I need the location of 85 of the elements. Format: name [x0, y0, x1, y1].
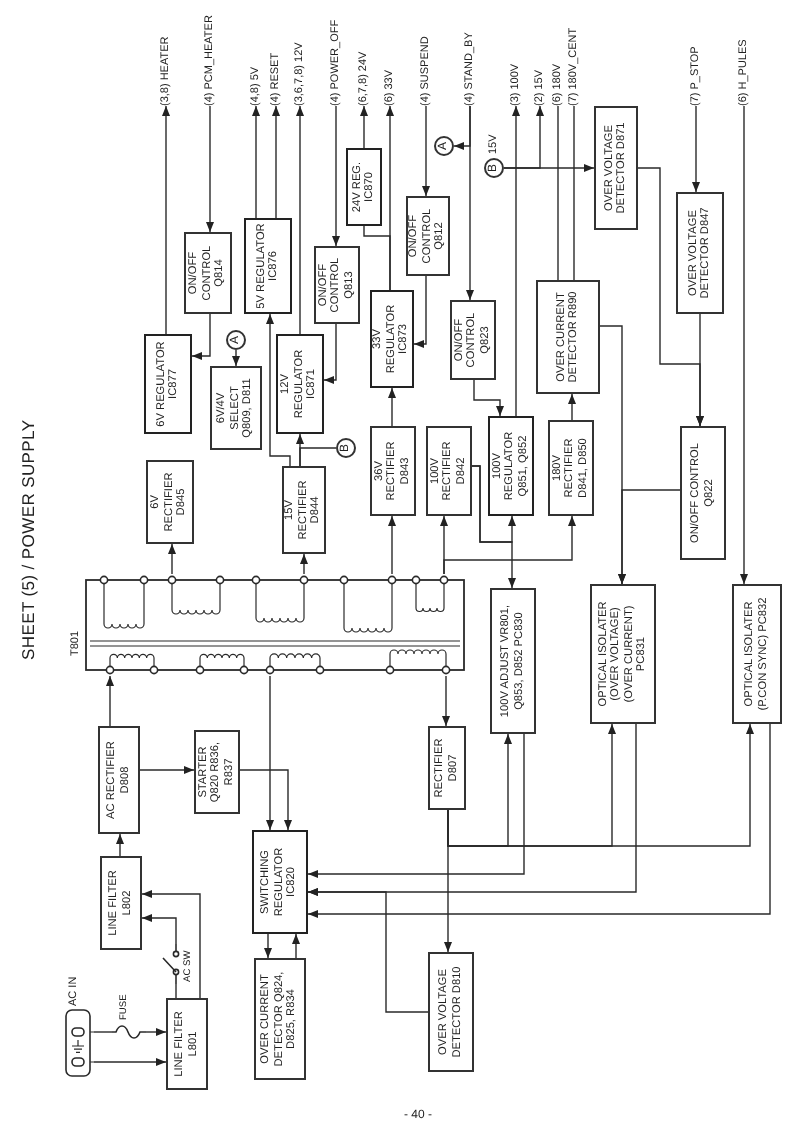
process-box: [548, 420, 594, 516]
arrow: [360, 105, 368, 149]
process-box: [254, 958, 306, 1080]
off-page-connector: [434, 136, 454, 156]
process-box: [428, 726, 466, 810]
arrow: [93, 1058, 167, 1066]
page-title: SHEET (5) / POWER SUPPLY: [18, 419, 38, 660]
arrow: [453, 105, 471, 150]
process-box: [536, 280, 600, 394]
arrow: [307, 723, 771, 918]
process-box: [166, 998, 208, 1090]
process-box: [100, 856, 142, 950]
arrow: [503, 164, 595, 172]
connector-line: [175, 983, 177, 999]
arrow: [252, 105, 260, 219]
arrow: [442, 675, 450, 727]
arrow: [568, 393, 576, 421]
process-box: [210, 366, 262, 450]
arrow: [296, 105, 304, 335]
process-box: [450, 300, 496, 380]
arrow: [388, 515, 396, 575]
arrow: [266, 675, 274, 831]
arrow: [191, 313, 211, 360]
arrow: [206, 105, 214, 233]
process-box: [732, 584, 782, 724]
process-box: [184, 232, 232, 314]
process-box: [146, 460, 194, 544]
process-box: [676, 192, 724, 314]
process-box: [370, 426, 416, 516]
process-box: [428, 952, 474, 1072]
arrow: [618, 489, 681, 585]
arrow: [696, 313, 704, 427]
arrow: [388, 387, 396, 427]
arrow: [141, 914, 177, 945]
arrow: [447, 723, 754, 847]
process-box: [282, 466, 326, 554]
connector-line: [93, 1031, 113, 1033]
arrow: [512, 105, 520, 417]
arrow: [239, 769, 292, 831]
process-box: [314, 246, 360, 324]
process-box: [680, 426, 726, 560]
arrow: [139, 766, 195, 774]
off-page-connector: [226, 330, 246, 350]
arrow: [141, 890, 201, 999]
process-box: [490, 588, 536, 734]
process-box: [244, 218, 292, 314]
arrow: [692, 105, 700, 193]
process-box: [406, 196, 450, 276]
process-box: [426, 426, 472, 516]
arrow: [413, 275, 427, 348]
arrow: [168, 543, 176, 575]
process-box: [590, 584, 656, 724]
arrow: [422, 105, 430, 197]
process-box: [98, 726, 140, 834]
arrow: [740, 105, 748, 585]
arrow: [323, 323, 337, 384]
arrow: [266, 313, 291, 467]
off-page-connector: [336, 438, 356, 458]
arrow: [307, 888, 429, 1013]
arrow: [307, 733, 525, 878]
process-box: [488, 416, 534, 516]
process-box: [194, 730, 240, 814]
arrow: [473, 379, 504, 417]
arrow: [471, 465, 516, 589]
arrow: [162, 105, 170, 335]
arrow: [300, 553, 308, 575]
arrow: [292, 933, 300, 959]
arrow: [272, 105, 280, 219]
arrow: [106, 675, 114, 727]
connector-line: [573, 105, 575, 281]
arrow: [443, 515, 576, 575]
arrow: [116, 833, 124, 857]
process-box: [594, 106, 638, 230]
connector-line: [363, 225, 391, 291]
process-box: [276, 334, 324, 434]
arrow: [145, 1028, 167, 1036]
process-box: [252, 830, 308, 934]
connector-line: [299, 447, 337, 467]
process-box: [144, 334, 192, 434]
process-box: [346, 148, 382, 226]
arrow: [232, 349, 240, 367]
arrow: [332, 105, 340, 247]
process-box: [370, 290, 414, 388]
arrow: [264, 933, 272, 959]
connector-line: [557, 105, 559, 281]
